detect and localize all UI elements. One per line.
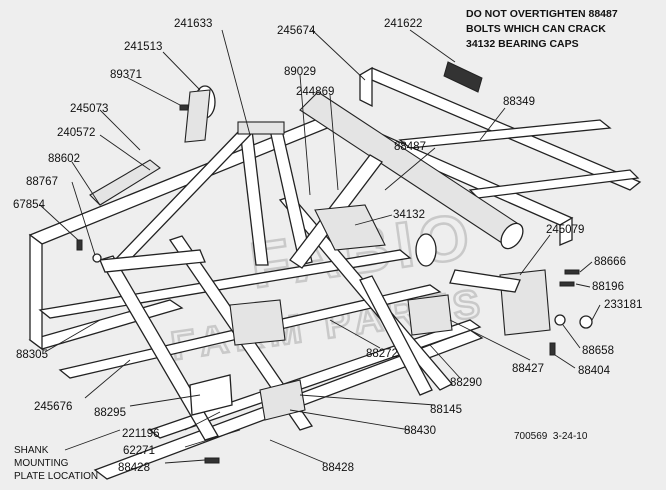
callout-88428-left: 88428 <box>118 462 150 474</box>
callout-88602: 88602 <box>48 153 80 165</box>
bracket-arm <box>449 269 521 293</box>
callout-241622: 241622 <box>384 18 422 30</box>
nut-233181 <box>579 315 593 329</box>
callout-88767: 88767 <box>26 176 58 188</box>
callout-labels: 241633 245674 241622 241513 89371 89029 … <box>13 18 642 474</box>
shank-label-line-1: SHANK <box>14 445 49 456</box>
callout-88428-right: 88428 <box>322 462 354 474</box>
callout-89371: 89371 <box>110 69 142 81</box>
callout-88272: 88272 <box>366 348 398 360</box>
mast-top <box>237 121 285 135</box>
bolt-88404 <box>549 342 556 356</box>
callout-233181: 233181 <box>604 299 642 311</box>
note-line-1: DO NOT OVERTIGHTEN 88487 <box>466 8 618 20</box>
callout-34132: 34132 <box>393 209 425 221</box>
callout-88427: 88427 <box>512 363 544 375</box>
callout-221196: 221196 <box>122 428 160 440</box>
callout-88658: 88658 <box>582 345 614 357</box>
part-241622 <box>443 61 483 93</box>
top-post-1 <box>359 66 373 108</box>
frame-drawing <box>28 61 642 480</box>
callout-88404: 88404 <box>578 365 611 377</box>
callout-88349: 88349 <box>503 96 535 108</box>
callout-88430: 88430 <box>404 425 436 437</box>
washer-88767 <box>92 253 102 263</box>
side-bracket <box>89 159 161 206</box>
note-line-2: BOLTS WHICH CAN CRACK <box>466 23 606 35</box>
callout-89029: 89029 <box>284 66 316 78</box>
callout-88666: 88666 <box>594 256 626 268</box>
cross-member-4 <box>359 275 433 396</box>
leader-lines <box>39 29 601 464</box>
mount-88145 <box>259 379 306 421</box>
bearing-wheel <box>415 233 437 267</box>
note-line-3: 34132 BEARING CAPS <box>466 38 579 50</box>
roller-tube-end <box>500 222 524 250</box>
shank-label-line-2: MOUNTING <box>14 458 69 469</box>
warning-note: DO NOT OVERTIGHTEN 88487 BOLTS WHICH CAN… <box>466 8 618 50</box>
callout-88305: 88305 <box>16 349 48 361</box>
top-rail-3 <box>398 119 612 149</box>
bearing-cap-34132 <box>314 204 386 251</box>
callout-245674: 245674 <box>277 25 316 37</box>
callout-88145: 88145 <box>430 404 462 416</box>
bearing-bracket-241513 <box>184 89 211 143</box>
callout-240572: 240572 <box>57 127 95 139</box>
callout-245079: 245079 <box>546 224 584 236</box>
shank-plate <box>189 374 233 416</box>
hitch-plate <box>99 249 206 273</box>
bolt-88666 <box>564 269 580 275</box>
callout-62271: 62271 <box>123 445 155 457</box>
cross-member-1 <box>99 255 219 441</box>
bolt-88428 <box>204 457 220 464</box>
mount-88427 <box>407 294 453 336</box>
callout-88290: 88290 <box>450 377 482 389</box>
callout-241633: 241633 <box>174 18 212 30</box>
callout-244869: 244869 <box>296 86 334 98</box>
bearing-housing <box>229 299 286 346</box>
washer-88658 <box>554 314 566 326</box>
shank-label-line-3: PLATE LOCATION <box>14 471 98 482</box>
callout-245676: 245676 <box>34 401 72 413</box>
bolt-67854 <box>76 239 83 251</box>
callout-88196: 88196 <box>592 281 624 293</box>
bolt-89371 <box>179 104 189 111</box>
bolt-88196 <box>559 281 575 287</box>
callout-67854: 67854 <box>13 199 46 211</box>
callout-245073: 245073 <box>70 103 108 115</box>
callout-88295: 88295 <box>94 407 126 419</box>
drawing-id: 700569 3-24-10 <box>514 431 588 442</box>
callout-241513: 241513 <box>124 41 162 53</box>
callout-88487: 88487 <box>394 141 426 153</box>
side-rail-left <box>29 233 43 351</box>
top-post-2 <box>559 216 573 246</box>
shank-label: SHANK MOUNTING PLATE LOCATION <box>14 445 98 482</box>
